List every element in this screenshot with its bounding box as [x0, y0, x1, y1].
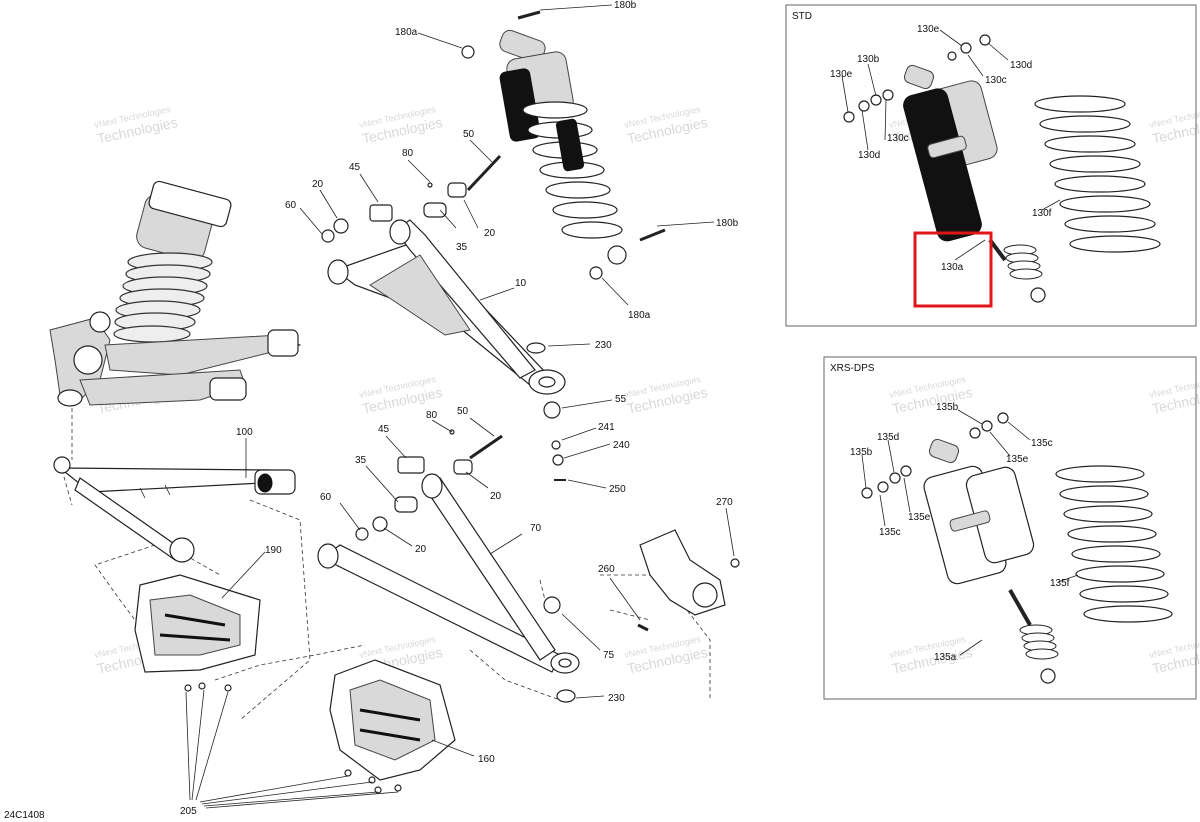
callout-130a: 130a	[941, 262, 964, 273]
callout-180a: 180a	[395, 27, 418, 38]
callout-55: 55	[615, 394, 627, 405]
callout-135a: 135a	[934, 652, 957, 663]
callout-20: 20	[312, 179, 324, 190]
assembly-overview-illustration	[49, 180, 302, 407]
callout-35: 35	[355, 455, 367, 466]
upper-arm-hardware	[321, 154, 566, 481]
callout-130e: 130e	[830, 69, 853, 80]
callout-180a: 180a	[628, 310, 651, 321]
skid-plate-rear-illustration	[329, 659, 456, 781]
callout-45: 45	[349, 162, 361, 173]
callout-10: 10	[515, 278, 527, 289]
callout-160: 160	[478, 754, 495, 765]
callout-135e: 135e	[1006, 454, 1029, 465]
lower-a-arm-illustration	[317, 473, 580, 674]
callout-45: 45	[378, 424, 390, 435]
callout-240: 240	[613, 440, 630, 451]
callout-130c: 130c	[985, 75, 1007, 86]
callout-80: 80	[402, 148, 414, 159]
callout-130b: 130b	[857, 54, 880, 65]
callout-100: 100	[236, 427, 253, 438]
callout-60: 60	[285, 200, 297, 211]
skid-plate-front-illustration	[134, 574, 261, 673]
callout-20: 20	[415, 544, 427, 555]
callout-135c: 135c	[1031, 438, 1053, 449]
callout-260: 260	[598, 564, 615, 575]
callout-135f: 135f	[1050, 578, 1070, 589]
callout-35: 35	[456, 242, 468, 253]
bolt-205-set	[184, 682, 402, 794]
panel-title-xrs-dps: XRS-DPS	[830, 363, 875, 374]
callout-135e: 135e	[908, 512, 931, 523]
callout-80: 80	[426, 410, 438, 421]
callout-135b: 135b	[936, 402, 959, 413]
callout-75: 75	[603, 650, 615, 661]
callout-20: 20	[490, 491, 502, 502]
lower-arm-hardware	[355, 429, 576, 703]
callout-180b: 180b	[716, 218, 739, 229]
callout-60: 60	[320, 492, 332, 503]
callout-130d: 130d	[1010, 60, 1032, 71]
callout-50: 50	[463, 129, 475, 140]
front-shock-absorber-illustration	[461, 10, 666, 280]
callout-labels: 180b 180a 180b 180a 50 80 45 20 60 35 20…	[180, 0, 739, 817]
callout-190: 190	[265, 545, 282, 556]
callout-230: 230	[595, 340, 612, 351]
callout-230: 230	[608, 693, 625, 704]
document-code: 24C1408	[4, 810, 45, 821]
leader-lines	[185, 4, 735, 809]
callout-50: 50	[457, 406, 469, 417]
callout-130c: 130c	[887, 133, 909, 144]
callout-135b: 135b	[850, 447, 873, 458]
callout-135c: 135c	[879, 527, 901, 538]
lower-rear-arm-illustration	[53, 456, 296, 563]
std-shock-panel: STD	[785, 4, 1197, 327]
callout-130e: 130e	[917, 24, 940, 35]
callout-20: 20	[484, 228, 496, 239]
callout-250: 250	[609, 484, 626, 495]
steering-knuckle-illustration	[637, 529, 740, 632]
callout-70: 70	[530, 523, 542, 534]
highlight-box-130a	[913, 231, 993, 308]
xrs-dps-shock-panel: XRS-DPS	[823, 356, 1197, 700]
callout-270: 270	[716, 497, 733, 508]
callout-135d: 135d	[877, 432, 899, 443]
callout-180b: 180b	[614, 0, 637, 11]
callout-205: 205	[180, 806, 197, 817]
panel-title-std: STD	[792, 11, 812, 22]
callout-241: 241	[598, 422, 615, 433]
callout-130f: 130f	[1032, 208, 1052, 219]
upper-a-arm-illustration	[327, 219, 566, 395]
callout-130d: 130d	[858, 150, 880, 161]
